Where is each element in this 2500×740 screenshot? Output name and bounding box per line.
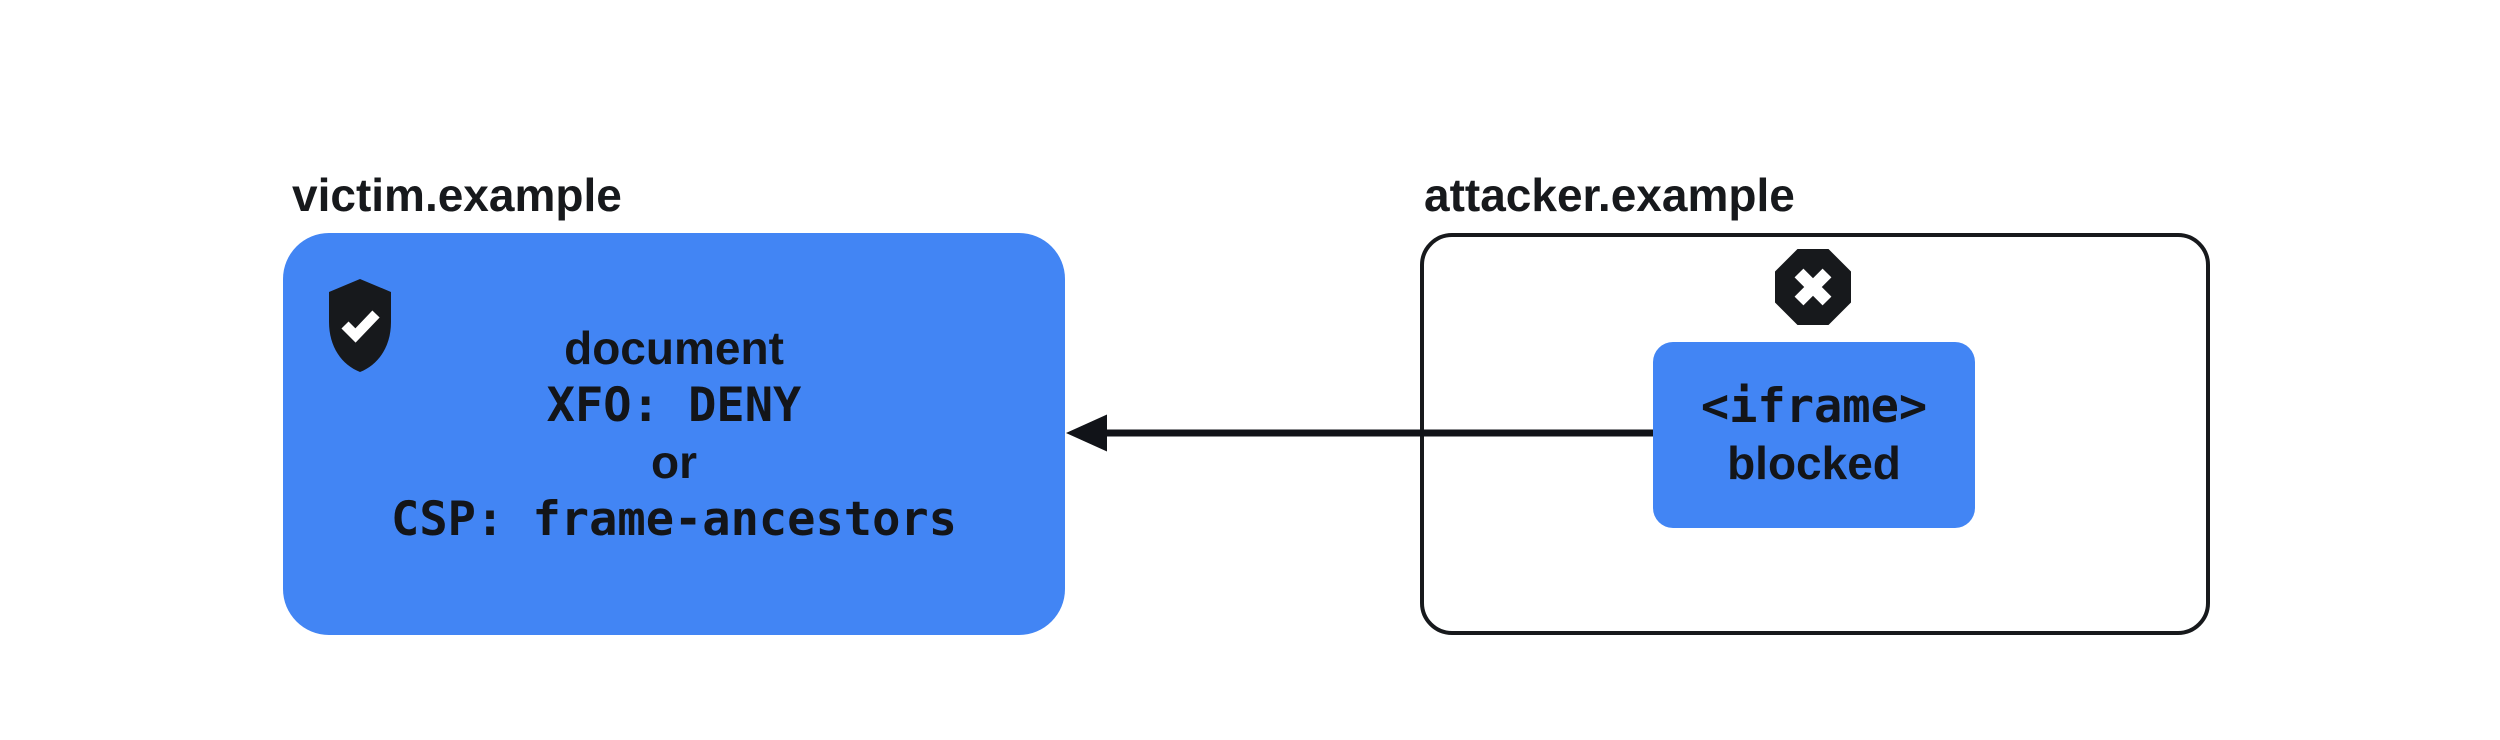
victim-document-box: document XFO: DENY or CSP: frame-ancesto… (283, 233, 1065, 635)
victim-line-xfo-deny: XFO: DENY (546, 378, 802, 433)
octagon-x-icon (1774, 248, 1852, 326)
victim-domain-label: victim.example (292, 169, 622, 221)
iframe-tag-text: <iframe> (1700, 379, 1928, 434)
victim-line-or: or (651, 436, 697, 488)
attacker-domain-label: attacker.example (1424, 169, 1795, 221)
iframe-blocked-text-block: <iframe> blocked (1701, 379, 1927, 491)
victim-line-document: document (564, 322, 784, 374)
shield-check-icon (322, 276, 398, 374)
iframe-blocked-text: blocked (1727, 437, 1901, 489)
victim-line-csp-frame-ancestors: CSP: frame-ancestors (391, 492, 957, 547)
victim-document-text: document XFO: DENY or CSP: frame-ancesto… (391, 320, 957, 548)
iframe-blocked-box: <iframe> blocked (1653, 342, 1975, 528)
